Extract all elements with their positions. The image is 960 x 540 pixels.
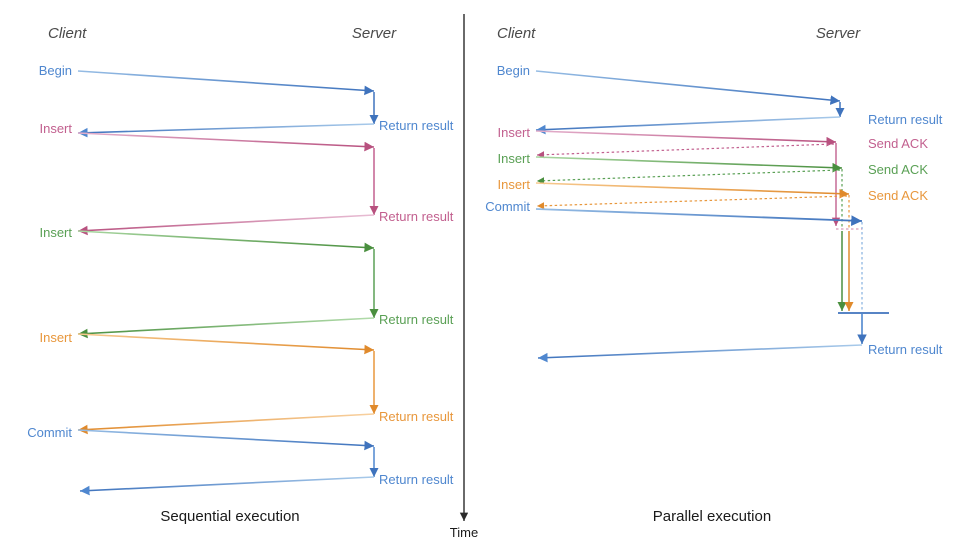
arrow-insert3-request: [77, 333, 375, 355]
parallel-client-label-begin: Begin: [496, 63, 530, 78]
p-arrow-insert1-request: [535, 130, 837, 147]
parallel-client-label-insert-3: Insert: [497, 177, 530, 192]
time-axis-caption: Time: [449, 525, 479, 540]
parallel-server-label-ack-2: Send ACK: [868, 162, 928, 177]
sequential-server-label-return-3: Return result: [379, 312, 454, 327]
p-arrow-commit-request: [535, 208, 863, 226]
arrow-insert2-request: [77, 230, 375, 253]
sequential-lane-title-client: Client: [48, 25, 87, 42]
p-arrow-insert2-ack: [536, 169, 841, 185]
arrow-insert3-response: [77, 413, 375, 435]
arrow-begin-response: [77, 123, 375, 138]
sequential-client-label-insert-2: Insert: [39, 225, 72, 240]
parallel-panel-arrows: [535, 70, 889, 363]
parallel-lane-title-server: Server: [815, 25, 861, 42]
parallel-client-label-insert-2: Insert: [497, 151, 530, 166]
parallel-client-label-insert-1: Insert: [497, 125, 530, 140]
parallel-client-label-commit: Commit: [485, 199, 530, 214]
p-arrow-begin-response: [535, 116, 841, 135]
sequential-server-label-return-1: Return result: [379, 118, 454, 133]
arrow-insert1-request: [77, 132, 375, 152]
arrow-commit-request: [77, 429, 375, 451]
p-arrow-commit-response: [537, 344, 863, 363]
p-arrow-insert3-request: [535, 182, 850, 199]
parallel-server-label-return-1: Return result: [868, 112, 943, 127]
arrow-insert1-response: [77, 214, 375, 236]
p-arrow-insert2-request: [535, 156, 843, 173]
sequential-client-label-insert-1: Insert: [39, 121, 72, 136]
sequential-server-label-return-5: Return result: [379, 472, 454, 487]
arrow-insert2-response: [77, 317, 375, 339]
parallel-server-label-return-2: Return result: [868, 342, 943, 357]
p-arrow-insert1-ack: [536, 143, 835, 159]
parallel-server-label-ack-3: Send ACK: [868, 188, 928, 203]
sequential-server-label-return-4: Return result: [379, 409, 454, 424]
parallel-lane-title-client: Client: [497, 25, 536, 42]
p-arrow-begin-request: [535, 70, 841, 105]
sequential-client-label-commit: Commit: [27, 425, 72, 440]
sequential-client-label-begin: Begin: [38, 63, 72, 78]
parallel-panel-caption: Parallel execution: [652, 508, 772, 525]
sequential-panel-caption: Sequential execution: [160, 508, 300, 525]
parallel-server-label-ack-1: Send ACK: [868, 136, 928, 151]
sequential-lane-title-server: Server: [351, 25, 397, 42]
sequential-panel-arrows: [77, 70, 379, 496]
sequential-client-label-insert-3: Insert: [39, 330, 72, 345]
p-arrow-insert3-ack: [536, 195, 848, 210]
arrow-begin-request: [77, 70, 375, 96]
arrow-commit-response: [79, 476, 375, 496]
sequential-server-label-return-2: Return result: [379, 209, 454, 224]
